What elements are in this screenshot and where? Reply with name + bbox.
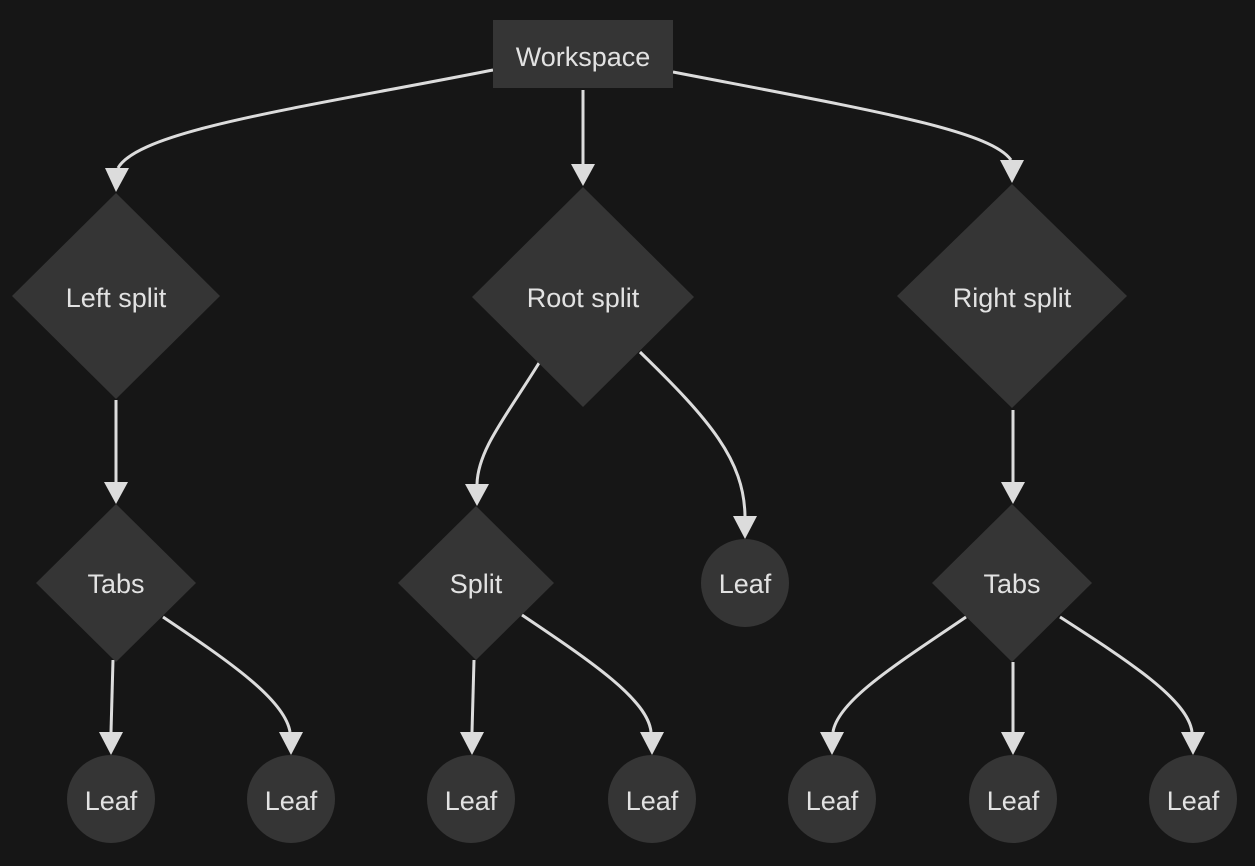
leaf-4-node: Leaf — [608, 755, 696, 843]
leaf-1-circle — [67, 755, 155, 843]
leaf-2-circle — [247, 755, 335, 843]
arrowhead-inner-split — [465, 484, 489, 506]
workspace-node: Workspace — [493, 20, 673, 88]
leaf-5-node: Leaf — [788, 755, 876, 843]
leaf-7-node: Leaf — [1149, 755, 1237, 843]
root-split-label: Root split — [527, 283, 640, 313]
edge-left-tabs-leaf-2 — [162, 615, 292, 733]
leaf-3-circle — [427, 755, 515, 843]
edge-tabs-leaf-5 — [831, 615, 967, 733]
root-leaf-label: Leaf — [719, 569, 772, 599]
left-tabs-label: Tabs — [87, 569, 144, 599]
leaf-3-node: Leaf — [427, 755, 515, 843]
leaf-6-node: Leaf — [969, 755, 1057, 843]
leaf-3-label: Leaf — [445, 786, 498, 816]
leaf-6-circle — [969, 755, 1057, 843]
leaf-4-label: Leaf — [626, 786, 679, 816]
leaf-7-label: Leaf — [1167, 786, 1220, 816]
left-tabs-node: Tabs — [36, 504, 196, 662]
leaf-7-circle — [1149, 755, 1237, 843]
workspace-label: Workspace — [516, 42, 651, 72]
workspace-box — [493, 20, 673, 88]
edge-workspace-left-split — [116, 68, 494, 169]
edge-root-split-split — [475, 362, 541, 485]
arrowhead-right-tabs — [1001, 482, 1025, 504]
leaf-5-label: Leaf — [806, 786, 859, 816]
nodes: Workspace Left split Root split Right sp… — [12, 20, 1237, 843]
arrowhead-leaf-1 — [99, 732, 123, 755]
root-split-diamond — [472, 187, 694, 407]
arrowhead-left-split — [105, 168, 129, 192]
right-split-label: Right split — [953, 283, 1072, 313]
arrowhead-leaf-6 — [1001, 732, 1025, 755]
edge-split-leaf-4 — [521, 613, 653, 733]
right-tabs-diamond — [932, 504, 1092, 662]
root-leaf-node: Leaf — [701, 539, 789, 627]
leaf-1-label: Leaf — [85, 786, 138, 816]
left-split-label: Left split — [66, 283, 167, 313]
leaf-5-circle — [788, 755, 876, 843]
arrowhead-left-tabs — [104, 482, 128, 504]
inner-split-label: Split — [450, 569, 503, 599]
leaf-2-label: Leaf — [265, 786, 318, 816]
leaf-6-label: Leaf — [987, 786, 1040, 816]
leaf-4-circle — [608, 755, 696, 843]
leaf-1-node: Leaf — [67, 755, 155, 843]
right-split-diamond — [897, 184, 1127, 408]
right-tabs-node: Tabs — [932, 504, 1092, 662]
left-tabs-diamond — [36, 504, 196, 662]
arrowhead-root-split — [571, 164, 595, 186]
edge-root-split-leaf — [638, 350, 747, 517]
edges — [99, 68, 1205, 755]
arrowhead-leaf-2 — [279, 732, 303, 755]
edge-split-leaf-3 — [470, 659, 476, 733]
arrowhead-leaf-4 — [640, 732, 664, 755]
root-leaf-circle — [701, 539, 789, 627]
edge-left-tabs-leaf-1 — [109, 659, 115, 733]
edge-tabs-leaf-7 — [1059, 615, 1194, 733]
left-split-diamond — [12, 193, 220, 399]
inner-split-diamond — [398, 506, 554, 660]
arrowhead-leaf-7 — [1181, 732, 1205, 755]
left-split-node: Left split — [12, 193, 220, 399]
right-split-node: Right split — [897, 184, 1127, 408]
leaf-2-node: Leaf — [247, 755, 335, 843]
arrowhead-root-leaf — [733, 516, 757, 539]
arrowhead-right-split — [1000, 160, 1024, 183]
edge-workspace-right-split — [672, 70, 1013, 161]
root-split-node: Root split — [472, 187, 694, 407]
inner-split-node: Split — [398, 506, 554, 660]
arrowhead-leaf-5 — [820, 732, 844, 755]
right-tabs-label: Tabs — [983, 569, 1040, 599]
arrowhead-leaf-3 — [460, 732, 484, 755]
